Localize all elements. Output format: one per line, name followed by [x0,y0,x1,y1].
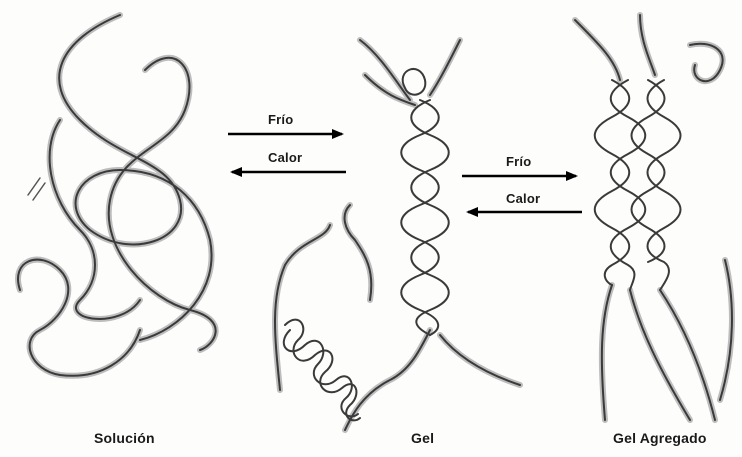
caption-solucion: Solución [94,430,155,446]
cooling-label-1: Frío [268,112,293,127]
solucion-random-coils [18,15,216,376]
caption-gel: Gel [411,430,434,446]
caption-gel-agregado: Gel Agregado [613,430,707,446]
gel-helix-structure [275,40,520,430]
heating-label-2: Calor [506,191,540,206]
cooling-label-2: Frío [506,154,531,169]
gel-agregado-aggregated-helices [575,15,732,420]
heating-label-1: Calor [268,150,302,165]
